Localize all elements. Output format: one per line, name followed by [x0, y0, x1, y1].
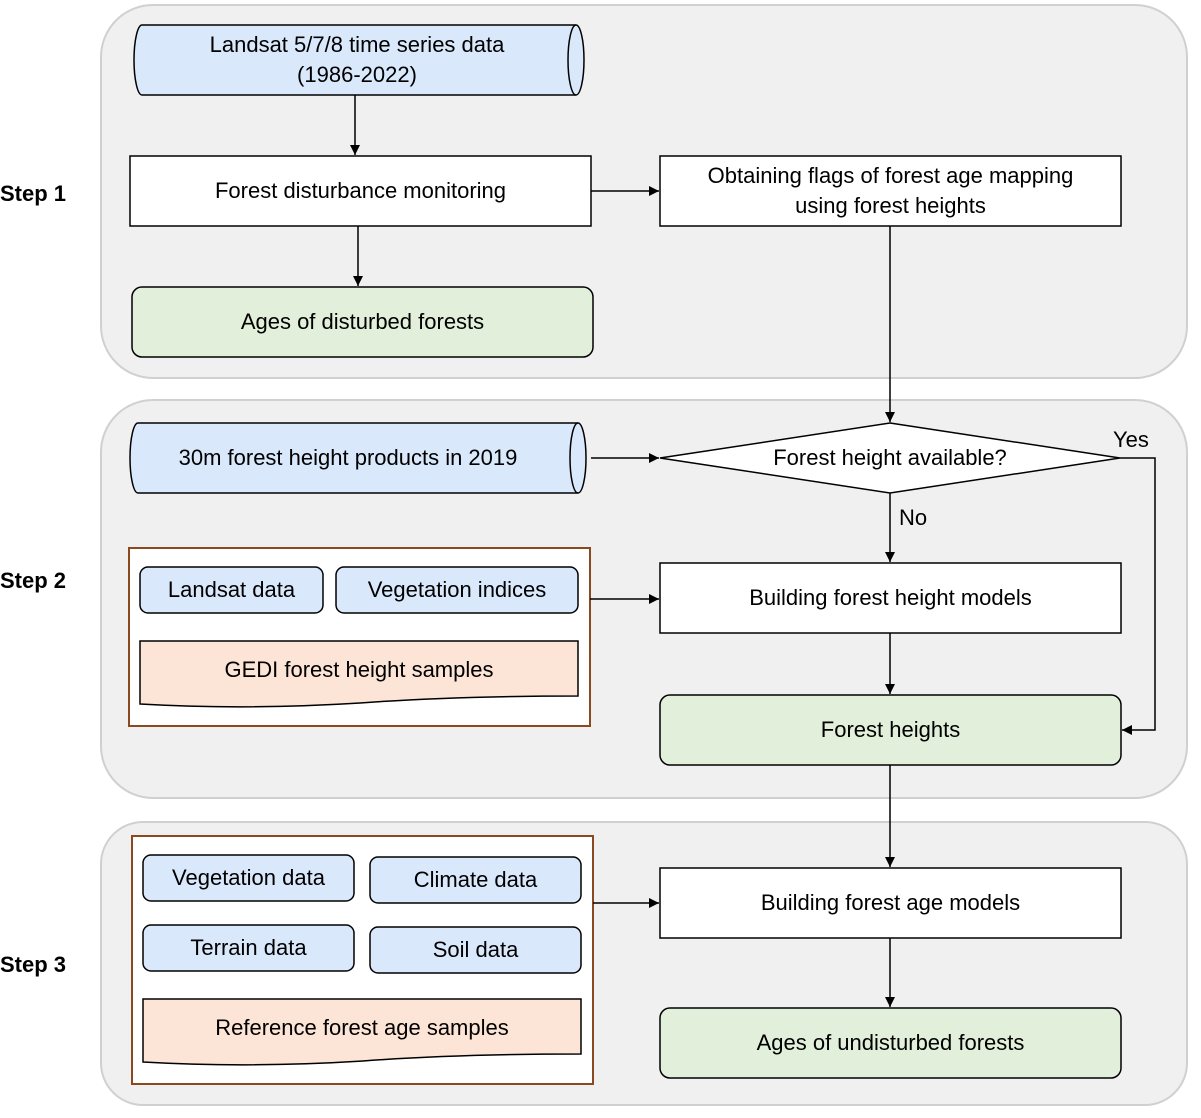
height-products-label: 30m forest height products in 2019 [178, 445, 518, 470]
ref-age-samples-shape [142, 998, 582, 1066]
connector-arrows [350, 95, 1156, 1007]
step3-label: Step 3 [0, 952, 67, 977]
terrain-data-box [142, 924, 355, 972]
ages-undisturbed-box [659, 1007, 1122, 1079]
landsat-series-cylinder [133, 24, 585, 96]
gedi-samples-shape [139, 640, 579, 708]
vegetation-data-label: Vegetation data [172, 865, 325, 890]
climate-data-box [369, 856, 582, 904]
gedi-samples-label: GEDI forest height samples [224, 657, 494, 682]
arrow-yes-to-heights [1120, 457, 1156, 735]
height-models-box [659, 562, 1122, 634]
veg-indices-box [335, 566, 579, 614]
height-products-cylinder [129, 422, 587, 494]
yes-edge-label: Yes [1113, 427, 1149, 452]
landsat-data-box [139, 566, 324, 614]
height-available-label: Forest height available? [773, 445, 1007, 470]
terrain-data-label: Terrain data [190, 935, 307, 960]
veg-indices-label: Vegetation indices [367, 577, 547, 602]
soil-data-box [369, 926, 582, 974]
flags-label: Obtaining flags of forest age mapping us… [707, 163, 1074, 218]
age-models-label: Building forest age models [760, 890, 1021, 915]
step2-label: Step 2 [0, 568, 67, 593]
landsat-series-label: Landsat 5/7/8 time series data (1986-202… [209, 32, 505, 87]
forest-heights-label: Forest heights [820, 717, 961, 742]
height-models-label: Building forest height models [749, 585, 1032, 610]
ages-undisturbed-label: Ages of undisturbed forests [756, 1030, 1025, 1055]
soil-data-label: Soil data [432, 937, 519, 962]
disturbance-box [129, 155, 592, 227]
step1-label: Step 1 [0, 181, 67, 206]
disturbance-label: Forest disturbance monitoring [214, 178, 507, 203]
no-edge-label: No [899, 505, 928, 530]
age-models-box [659, 867, 1122, 939]
flags-box [659, 155, 1122, 227]
climate-data-label: Climate data [413, 867, 538, 892]
ages-disturbed-box [131, 286, 594, 358]
ages-disturbed-label: Ages of disturbed forests [240, 309, 485, 334]
ref-age-samples-label: Reference forest age samples [215, 1015, 509, 1040]
vegetation-data-box [142, 854, 355, 902]
landsat-data-label: Landsat data [167, 577, 296, 602]
